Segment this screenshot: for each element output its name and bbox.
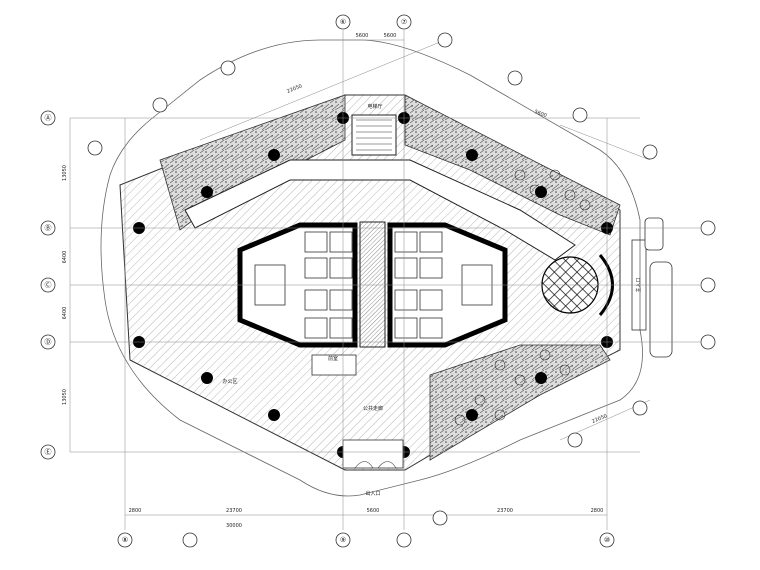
- axis-label-bottom-5: ⑩: [604, 536, 610, 544]
- axis-label-left-5: Ⓔ: [45, 448, 52, 456]
- room-label-lobby: 公共走廊: [363, 405, 383, 412]
- axis-bubble-right-2: [700, 277, 716, 293]
- axis-label-bottom-3: ⑨: [340, 536, 346, 544]
- room-label-office-left: 办公区: [222, 378, 237, 385]
- axis-bubble-bottom-5: [599, 532, 615, 548]
- dim-diag-1: 22050: [286, 83, 303, 95]
- axis-label-left-2: Ⓑ: [45, 224, 52, 232]
- axis-label-left-3: Ⓒ: [45, 281, 52, 289]
- dim-bottom-total: 30000: [226, 523, 242, 529]
- stone-zone-top-right: [404, 94, 621, 236]
- axis-bubble-bottom-1: [117, 532, 133, 548]
- dimension-labels: 5600 5600 2800 23700 5600 23700 2800 300…: [62, 33, 608, 529]
- site-boundary: [100, 39, 643, 497]
- dim-bottom-3: 5600: [367, 508, 380, 514]
- grid-bubbles: [40, 14, 716, 548]
- axis-bubble-diag-9: [87, 140, 103, 156]
- axis-bubble-diag-4: [507, 70, 523, 86]
- axis-bubble-diag-6: [632, 400, 648, 416]
- room-label-entrance: 出入口: [365, 490, 380, 497]
- upper-corridor: [184, 159, 576, 261]
- axis-bubble-left-4: [40, 334, 56, 350]
- lower-entrance: [342, 439, 404, 469]
- axis-bubble-diag-3: [437, 32, 453, 48]
- axis-bubble-top-2: [396, 14, 412, 30]
- stair-small-center: [311, 354, 357, 376]
- grid-lines: [69, 30, 700, 530]
- room-label-top: 电梯厅: [367, 103, 382, 110]
- axis-bubble-diag-8: [432, 510, 448, 526]
- axis-bubble-bottom-3: [335, 532, 351, 548]
- axis-bubble-left-1: [40, 110, 56, 126]
- vehicle-top: [644, 217, 664, 251]
- axis-label-top-2: ⑦: [401, 18, 407, 26]
- axis-label-left-4: Ⓓ: [45, 338, 52, 346]
- grid-bubble-labels: ⑥ ⑦ Ⓐ Ⓑ Ⓒ Ⓓ Ⓔ ⑧ ⑨ ⑩: [45, 18, 611, 544]
- axis-bubble-diag-10: [642, 144, 658, 160]
- dim-left-4: 13050: [62, 389, 68, 405]
- axis-bubble-top-1: [335, 14, 351, 30]
- dim-top-1: 5600: [356, 33, 369, 39]
- axis-bubble-diag-2: [220, 60, 236, 76]
- central-shaft: [359, 221, 386, 348]
- dim-bottom-1: 2800: [129, 508, 142, 514]
- axis-bubble-left-3: [40, 277, 56, 293]
- dim-left-1: 13050: [62, 165, 68, 181]
- axis-label-top-1: ⑥: [340, 18, 346, 26]
- dim-diag-2: 5600: [533, 109, 547, 119]
- axis-bubble-diag-7: [567, 432, 583, 448]
- seating-cluster-right: [454, 169, 591, 426]
- room-labels: 电梯厅 办公区 公共走廊 出入口 主入口 前室: [222, 103, 642, 497]
- axis-label-left-1: Ⓐ: [45, 114, 52, 122]
- dim-bottom-4: 23700: [497, 508, 513, 514]
- dim-bottom-2: 23700: [226, 508, 242, 514]
- room-label-right-entry: 主入口: [635, 277, 642, 292]
- axis-label-bottom-1: ⑧: [122, 536, 128, 544]
- axis-bubble-left-5: [40, 444, 56, 460]
- stone-zone-bottom-right: [429, 344, 611, 461]
- dim-left-2: 6400: [62, 251, 68, 264]
- axis-bubble-right-1: [700, 220, 716, 236]
- axis-bubble-diag-5: [572, 107, 588, 123]
- dim-diag-3: 22050: [591, 413, 608, 425]
- axis-bubble-right-3: [700, 334, 716, 350]
- axis-bubble-left-2: [40, 220, 56, 236]
- axis-bubble-diag-1: [152, 97, 168, 113]
- axis-bubble-bottom-2: [182, 532, 198, 548]
- axis-bubble-bottom-4: [396, 532, 412, 548]
- dim-bottom-5: 2800: [591, 508, 604, 514]
- stair-core-top: [351, 114, 397, 156]
- room-label-mid: 前室: [328, 355, 338, 362]
- dim-left-3: 6400: [62, 307, 68, 320]
- dim-top-2: 5600: [384, 33, 397, 39]
- vehicle-bus: [649, 261, 673, 358]
